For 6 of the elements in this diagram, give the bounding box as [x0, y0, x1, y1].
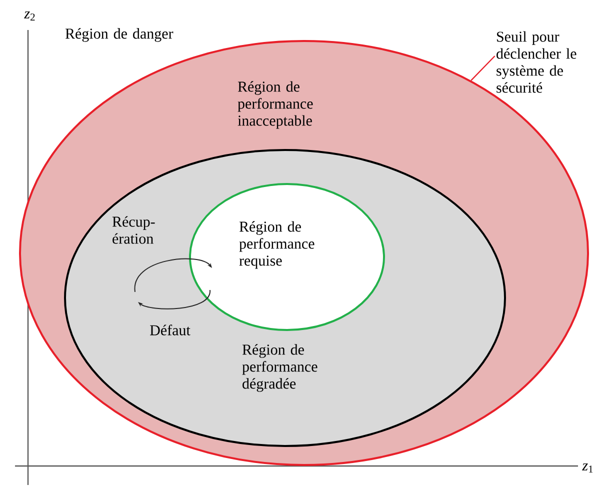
- leader-line: [470, 56, 496, 81]
- region-label: Région de danger: [65, 28, 174, 42]
- transition-label: Récup- ération: [112, 216, 155, 244]
- axis-label: z$_{2}$: [24, 11, 35, 20]
- axis-label: z$_{1}$: [582, 463, 593, 472]
- transition-label: Défaut: [150, 324, 190, 336]
